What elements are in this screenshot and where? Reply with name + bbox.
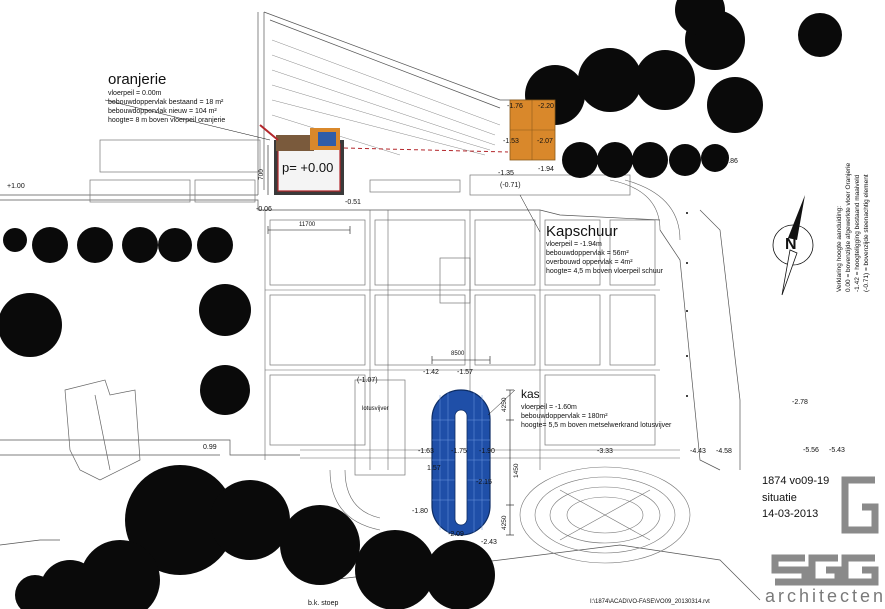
legend-line-2: -1.42 = hoogteligging bestaand maaiveld: [854, 174, 861, 292]
dimension-label: 11700: [299, 222, 316, 228]
level-label: -3.86: [722, 158, 738, 165]
existing-house-outline: [64, 379, 141, 481]
level-label: -1.75: [451, 448, 467, 455]
level-label: -1.63: [418, 448, 434, 455]
kas-info-1: vloerpeil = -1.60m: [521, 404, 577, 411]
oranjerie-peil-label: p= +0.00: [282, 160, 334, 175]
dimension-label: 8500: [451, 351, 465, 357]
trees: [0, 0, 842, 609]
level-label: (-1.07): [357, 377, 378, 384]
kapschuur-info-1: vloerpeil = -1.94m: [546, 241, 602, 248]
site-boundary-lines: [0, 11, 761, 601]
legend-heading: Verklaring hoogte aanduiding:: [836, 205, 843, 292]
kapschuur-building: [509, 99, 556, 161]
kapschuur-info-3: overbouwd oppervlak = 4m²: [546, 259, 633, 266]
kas-title: kas: [521, 387, 540, 401]
kapschuur-title: Kapschuur: [546, 223, 618, 240]
legend-line-1: 0.00 = bovenzijde afgewerkte vloer Oranj…: [845, 162, 852, 292]
level-label: -1.94: [538, 166, 554, 173]
level-label: -2.43: [481, 539, 497, 546]
kas-greenhouse: [431, 389, 491, 536]
level-label: +1.00: [7, 183, 25, 190]
dimension-label: 4250: [501, 397, 508, 412]
level-label: -2.09: [448, 531, 464, 538]
level-label: -2.78: [792, 399, 808, 406]
dimension-lines: [267, 145, 514, 536]
marker-dots: [686, 212, 688, 397]
bk-stoep-label: b.k. stoep: [308, 600, 339, 607]
level-label: -2.07: [537, 138, 553, 145]
level-label: -5.43: [829, 447, 845, 454]
brand-name: architecten: [765, 586, 885, 606]
north-arrow: [772, 195, 814, 296]
title-block-project: 1874 vo09-19: [762, 475, 830, 487]
level-label: 0.99: [203, 444, 217, 451]
kas-info-2: bebouwdoppervlak = 180m²: [521, 413, 608, 420]
oranjerie-info-2: bebouwdoppervlak bestaand = 18 m²: [108, 99, 224, 106]
kapschuur-info-2: bebouwdoppervlak = 56m²: [546, 250, 629, 257]
title-block-subject: situatie: [762, 492, 797, 504]
level-label: -1.53: [503, 138, 519, 145]
level-label: -3.33: [597, 448, 613, 455]
level-label: -0.51: [345, 199, 361, 206]
level-label: (-0.71): [500, 182, 521, 189]
level-label: -0.06: [256, 206, 272, 213]
level-label: -4.43: [690, 448, 706, 455]
level-label: -1.35: [498, 170, 514, 177]
gsg-logo-mark: [771, 476, 879, 586]
legend-line-3: (-0.71) = bovenzijde steenachtig element: [863, 174, 870, 292]
level-label: -1.42: [423, 369, 439, 376]
level-label: 1.57: [427, 465, 441, 472]
dimension-label: 700: [258, 169, 265, 180]
level-label: -1.57: [457, 369, 473, 376]
level-label: -1.76: [507, 103, 523, 110]
parterre-beds: [89, 139, 656, 476]
level-label: -1.80: [412, 508, 428, 515]
lotusvijver-label: lotusvijver: [362, 406, 389, 412]
north-label: N: [785, 236, 797, 253]
oranjerie-info-4: hoogte= 8 m boven vloerpeil oranjerie: [108, 117, 226, 124]
level-label: -2.20: [538, 103, 554, 110]
garden-paths: [264, 179, 681, 531]
kapschuur-info-4: hoogte= 4,5 m boven vloerpeil schuur: [546, 268, 663, 275]
leader-lines: [104, 99, 541, 416]
labyrinth-garden: [519, 466, 691, 564]
level-label: -2.15: [476, 479, 492, 486]
oranjerie-title: oranjerie: [108, 71, 167, 88]
level-label: -4.58: [716, 448, 732, 455]
level-label: -5.56: [803, 447, 819, 454]
title-block-date: 14-03-2013: [762, 508, 819, 520]
kas-info-3: hoogte= 5,5 m boven metselwerkrand lotus…: [521, 422, 672, 429]
oranjerie-info-1: vloerpeil = 0.00m: [108, 90, 162, 97]
dimension-label: 4250: [501, 515, 508, 530]
level-label: -1.90: [479, 448, 495, 455]
oranjerie-building: [259, 124, 509, 195]
oranjerie-info-3: bebouwdoppervlak nieuw = 104 m²: [108, 108, 217, 115]
file-path-label: I:\1874\ACAD\VO-FASE\VO09_20130314.rvt: [590, 599, 710, 605]
dimension-label: 1450: [513, 463, 520, 478]
